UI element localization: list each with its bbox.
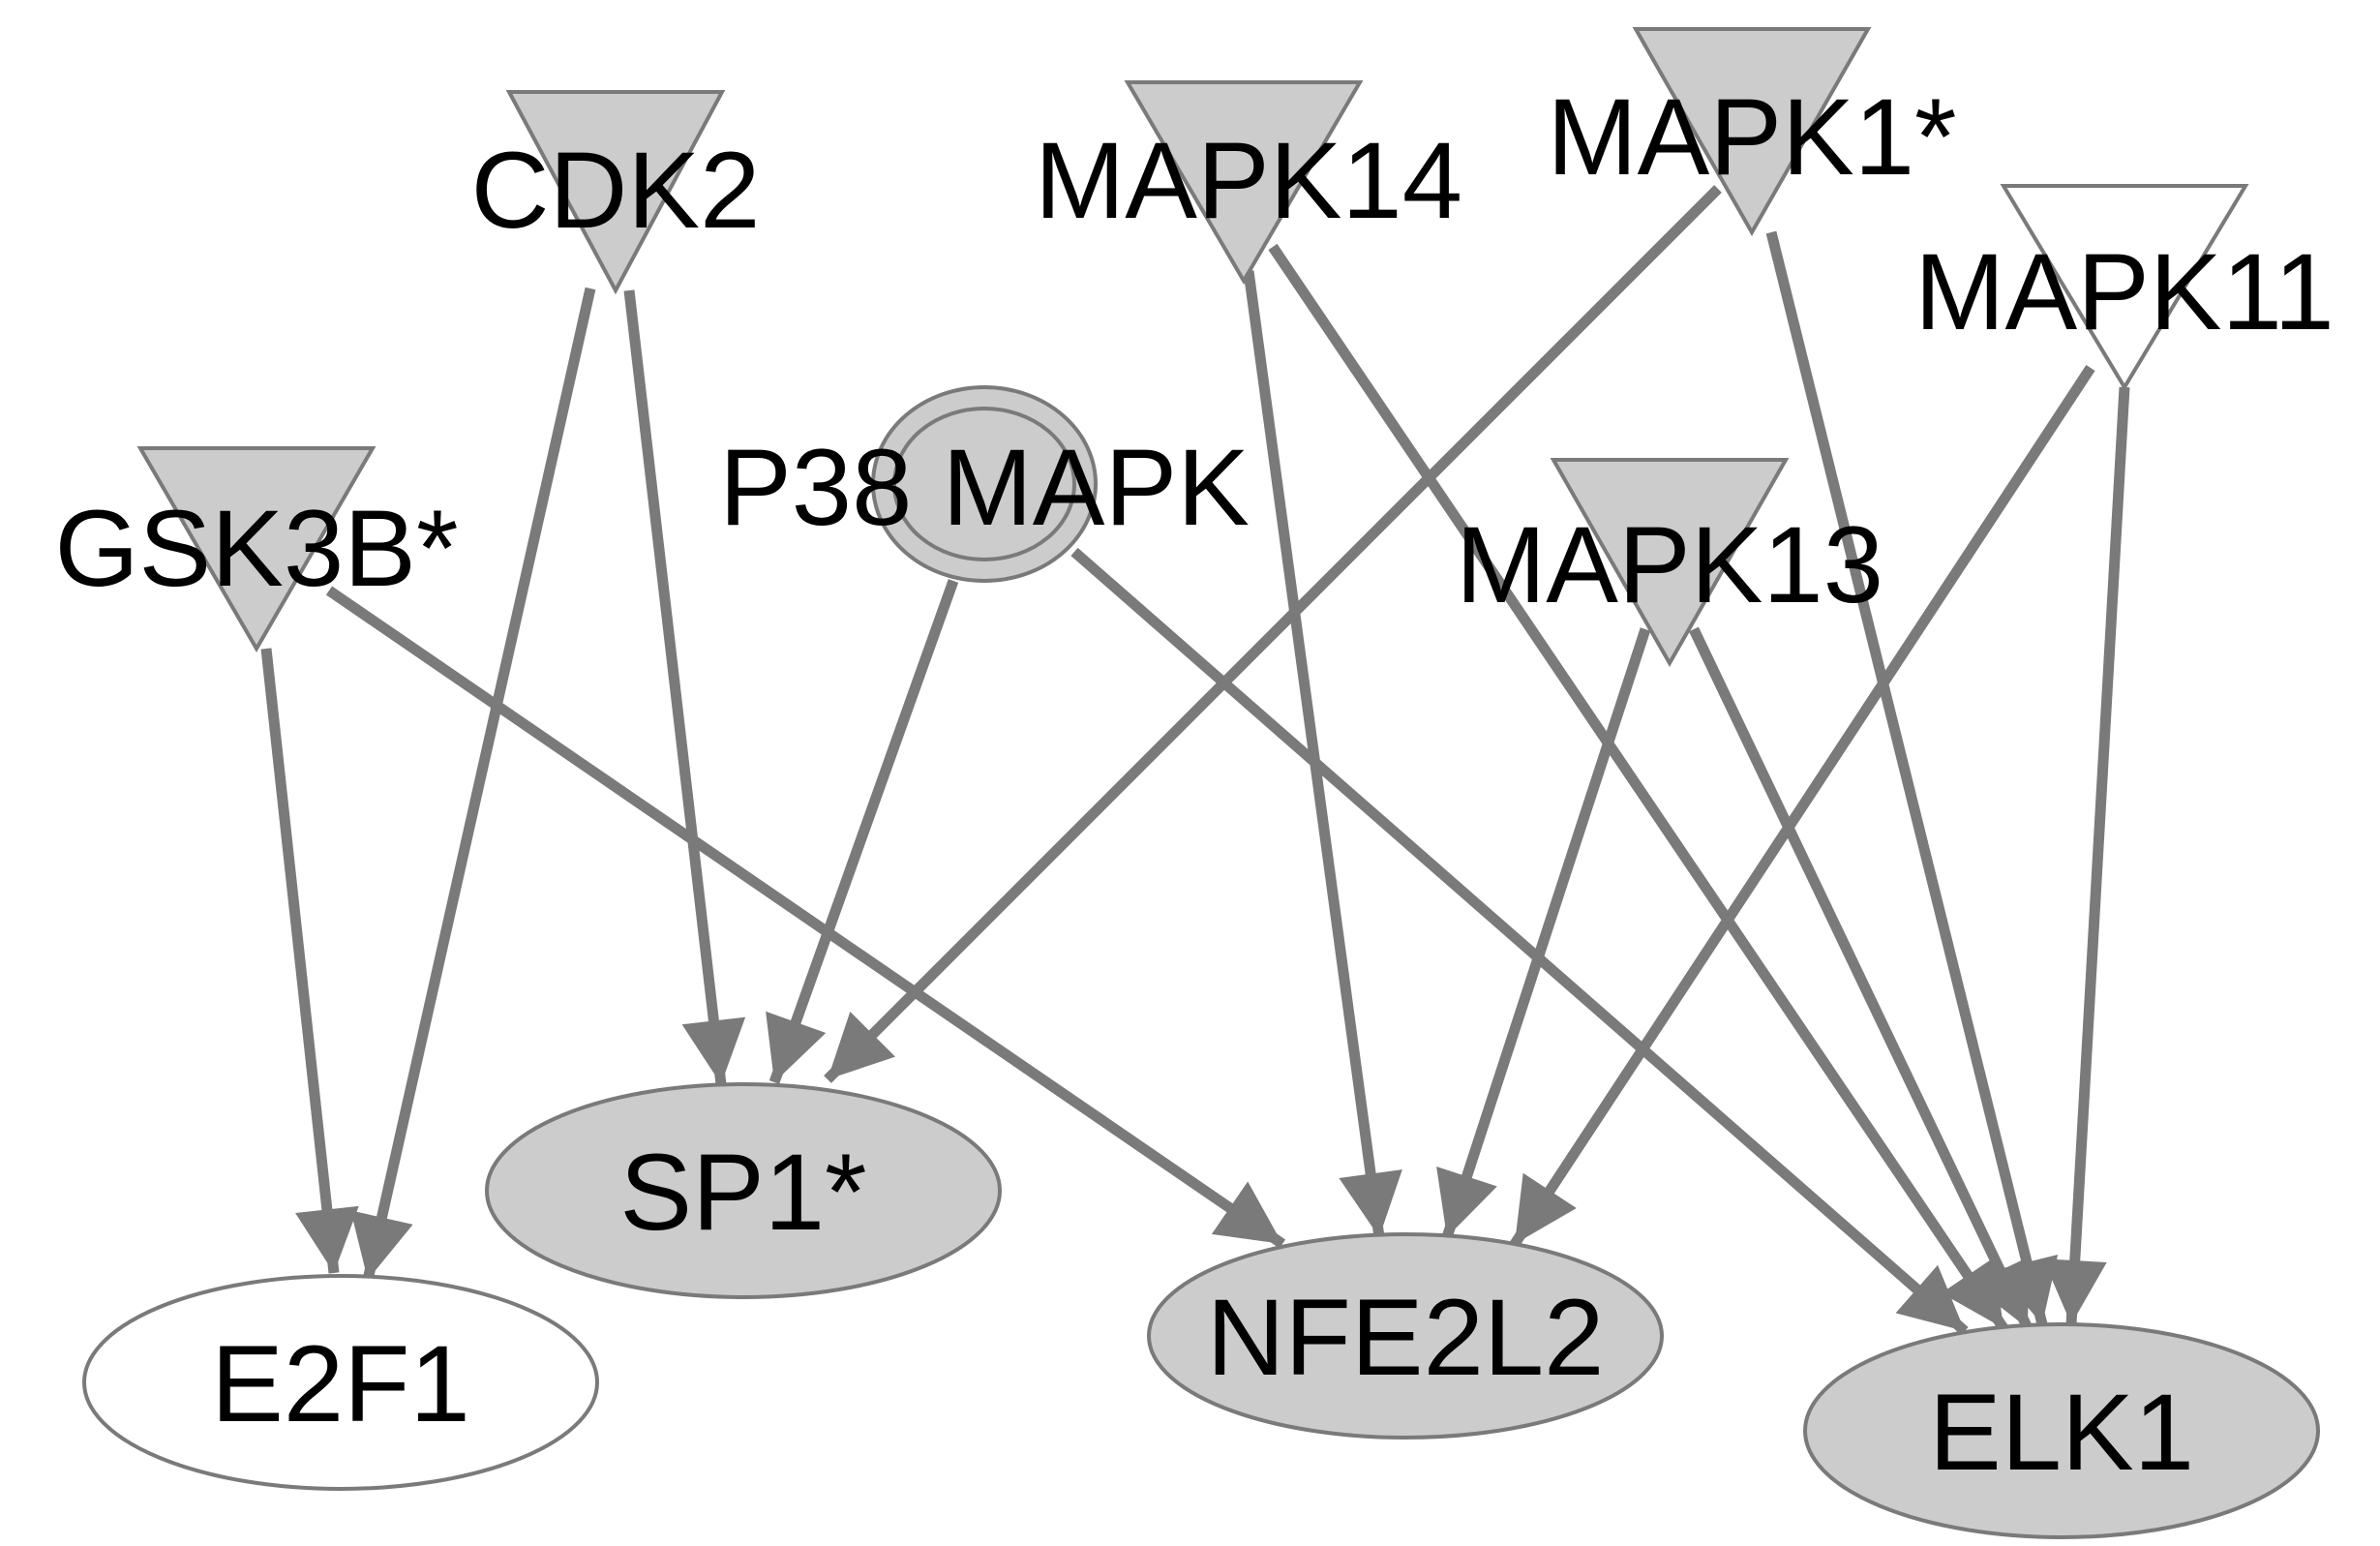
node-label-elk1: ELK1: [1929, 1372, 2194, 1493]
edge-mapk14-to-elk1: [1268, 243, 2008, 1332]
node-label-nfe2l2: NFE2L2: [1207, 1277, 1605, 1398]
edge-mapk1-to-elk1: [1765, 230, 2059, 1326]
edge-mapk11-to-nfe2l2: [1510, 364, 2095, 1248]
node-cdk2-triangle: [505, 90, 726, 295]
node-sp1-ellipse: [485, 1082, 1002, 1299]
node-label-sp1: SP1*: [619, 1132, 866, 1253]
edge-mapk1-to-sp1: [824, 185, 1722, 1083]
node-label-p38mapk: P38 MAPK: [719, 427, 1250, 548]
node-label-gsk3b: GSK3B*: [54, 488, 458, 609]
edge-p38mapk-to-sp1: [766, 579, 959, 1084]
node-mapk13-triangle: [1550, 458, 1790, 668]
edges-layer: [260, 185, 2130, 1336]
node-mapk1-triangle: [1632, 27, 1872, 237]
edge-mapk13-to-nfe2l2: [1436, 627, 1651, 1239]
node-mapk14-triangle: [1124, 80, 1364, 285]
node-label-e2f1: E2F1: [211, 1323, 470, 1444]
edge-cdk2-to-e2f1: [350, 287, 596, 1282]
node-elk1-ellipse: [1803, 1322, 2320, 1539]
edge-mapk13-to-elk1: [1689, 626, 2033, 1331]
node-nfe2l2-ellipse: [1147, 1232, 1664, 1440]
node-p38mapk-inner-circle: [892, 407, 1076, 561]
edge-gsk3b-to-nfe2l2: [325, 586, 1286, 1249]
edge-cdk2-to-sp1: [623, 289, 746, 1085]
node-mapk11-triangle: [2000, 184, 2249, 391]
node-gsk3b-triangle: [136, 446, 377, 652]
edge-mapk14-to-nfe2l2: [1243, 270, 1402, 1238]
node-label-mapk14: MAPK14: [1035, 120, 1462, 241]
node-label-mapk11: MAPK11: [1914, 231, 2335, 352]
node-label-cdk2: CDK2: [471, 130, 761, 251]
edge-p38mapk-to-elk1: [1070, 547, 1969, 1336]
node-label-mapk13: MAPK13: [1456, 504, 1883, 625]
edge-gsk3b-to-e2f1: [260, 648, 359, 1274]
node-label-mapk1: MAPK1*: [1547, 76, 1956, 197]
node-e2f1-ellipse: [82, 1274, 599, 1491]
nodes-layer: [82, 27, 2320, 1539]
edge-mapk11-to-elk1: [2042, 386, 2130, 1325]
